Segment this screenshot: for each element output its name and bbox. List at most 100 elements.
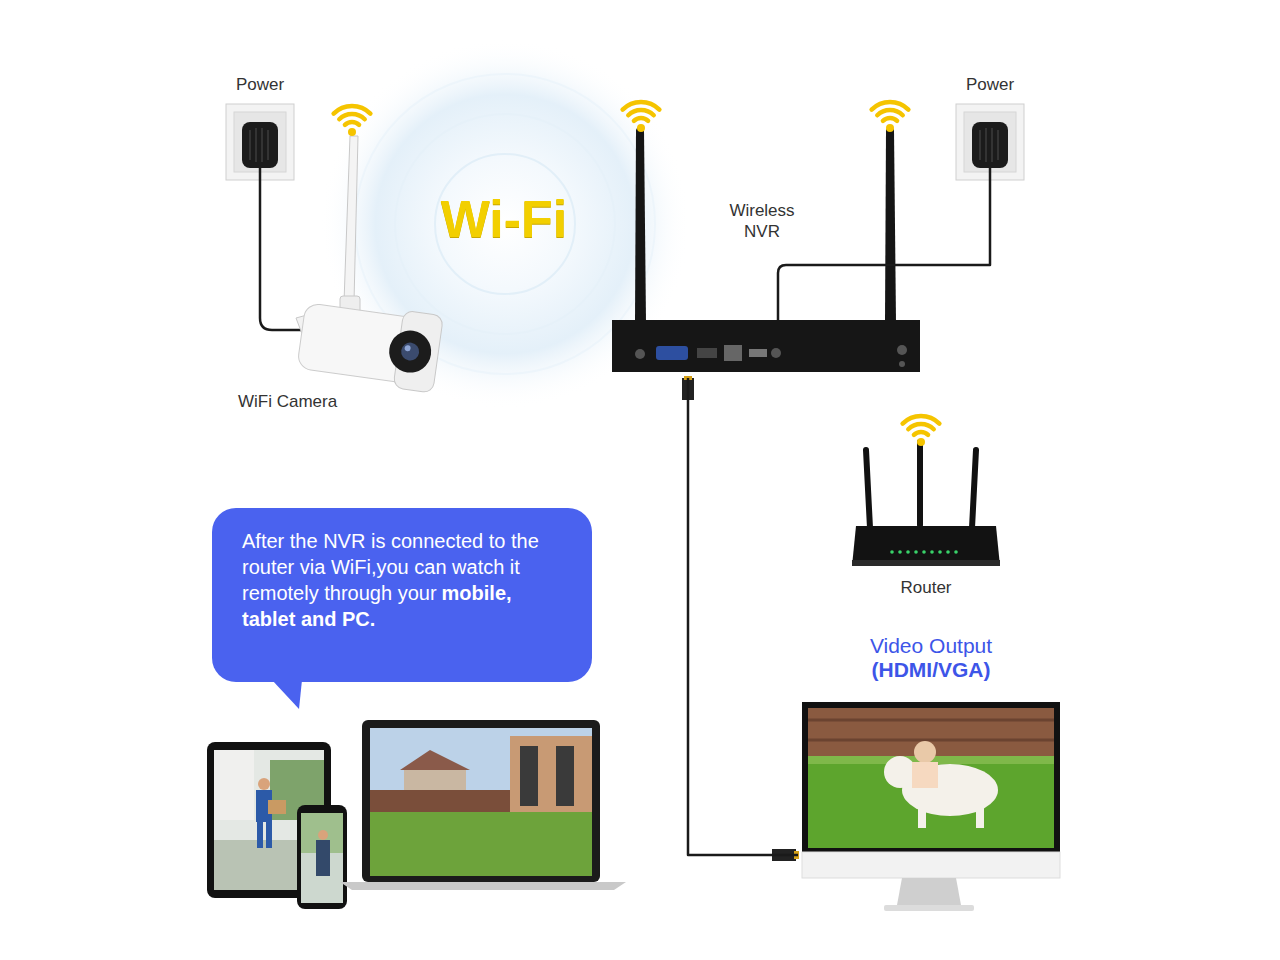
laptop-figure	[362, 720, 600, 882]
illustration	[903, 416, 940, 446]
nvr-figure	[724, 345, 742, 361]
monitor-figure	[772, 702, 1060, 911]
laptop-figure	[340, 720, 626, 890]
device-label: Power	[236, 74, 284, 95]
phone-figure	[318, 830, 328, 840]
laptop-figure	[400, 750, 470, 770]
router-figure	[946, 550, 950, 554]
phone-figure	[297, 805, 347, 909]
nvr-figure	[656, 346, 688, 360]
wall-socket	[226, 104, 294, 184]
router-figure	[938, 550, 942, 554]
router-figure	[866, 450, 870, 528]
illustration	[623, 102, 660, 132]
camera-figure	[260, 300, 302, 330]
router-figure	[922, 550, 926, 554]
nvr-figure	[897, 345, 907, 355]
laptop-figure	[556, 746, 574, 806]
phone-figure	[301, 813, 343, 903]
wall-socket	[250, 128, 268, 162]
monitor-figure	[884, 905, 974, 911]
router-figure	[972, 450, 976, 528]
label-box: Wi-Fi	[404, 188, 604, 250]
camera-device: WiFi Camera	[234, 300, 446, 416]
device-label: Power	[966, 74, 1014, 95]
monitor-figure	[914, 741, 936, 763]
tablet-figure	[257, 822, 263, 848]
tablet-figure	[258, 778, 270, 790]
nvr-figure	[899, 361, 905, 367]
wifi-glow	[395, 114, 615, 334]
wall-socket	[980, 128, 998, 162]
camera-figure	[400, 341, 420, 361]
nvr-figure	[778, 265, 926, 320]
router-figure	[852, 560, 1000, 566]
tablet-figure	[266, 822, 272, 848]
wifi-label: Wi-Fi	[404, 188, 604, 250]
router-figure	[852, 442, 1000, 566]
tablet-figure	[268, 800, 286, 814]
laptop-figure	[340, 882, 626, 890]
monitor-figure	[808, 708, 1054, 848]
power-socket: Power	[952, 74, 1028, 184]
output-label: (HDMI/VGA)	[872, 658, 991, 682]
camera-figure	[260, 136, 443, 393]
nvr-device: Wireless NVR	[606, 196, 926, 378]
router-figure	[890, 550, 958, 554]
wall-socket	[964, 112, 1016, 172]
device-label: Router	[900, 577, 951, 598]
camera-figure	[344, 136, 358, 302]
nvr-figure	[885, 126, 896, 322]
monitor-figure	[976, 806, 984, 828]
laptop-figure	[370, 728, 592, 876]
cable-connector	[688, 378, 798, 855]
laptop-figure	[510, 736, 592, 816]
nvr-figure	[697, 348, 717, 358]
tablet-figure	[214, 750, 254, 820]
camera-figure	[296, 297, 444, 393]
cable-connector	[259, 184, 262, 300]
phone-figure	[297, 805, 347, 909]
bubble-tail	[272, 680, 302, 709]
monitor-figure	[808, 720, 1054, 740]
device-label: WiFi Camera	[238, 391, 337, 412]
nvr-figure	[771, 348, 781, 358]
router-device: Router	[846, 440, 1006, 602]
router-figure	[954, 550, 958, 554]
power-socket: Power	[222, 74, 298, 184]
monitor-figure	[884, 756, 916, 788]
laptop-figure	[370, 790, 510, 812]
nvr-figure	[612, 320, 920, 372]
output-label: Video Output	[870, 634, 992, 658]
illustration	[872, 102, 909, 132]
speech-bubble: After the NVR is connected to the router…	[212, 508, 592, 682]
nvr-figure	[635, 126, 646, 322]
wall-socket	[259, 168, 262, 184]
cable-connector	[926, 184, 990, 265]
nvr-figure	[749, 349, 767, 357]
camera-figure	[386, 328, 433, 375]
wall-socket	[989, 168, 992, 184]
wall-socket	[234, 112, 286, 172]
device-label: Wireless NVR	[720, 200, 804, 242]
phone-figure	[316, 840, 330, 876]
nvr-figure	[612, 126, 926, 400]
monitor-figure	[802, 702, 1060, 852]
laptop-figure	[370, 812, 592, 876]
router-figure	[917, 442, 923, 525]
bubble-tail	[272, 680, 306, 710]
router-figure	[930, 550, 934, 554]
illustration	[334, 106, 371, 136]
monitor-figure	[802, 852, 1060, 878]
wall-socket	[956, 104, 1024, 184]
camera-figure	[404, 345, 411, 352]
nvr-figure	[635, 349, 645, 359]
monitor-figure	[897, 878, 961, 905]
router-figure	[890, 550, 894, 554]
wall-socket	[972, 122, 1008, 168]
